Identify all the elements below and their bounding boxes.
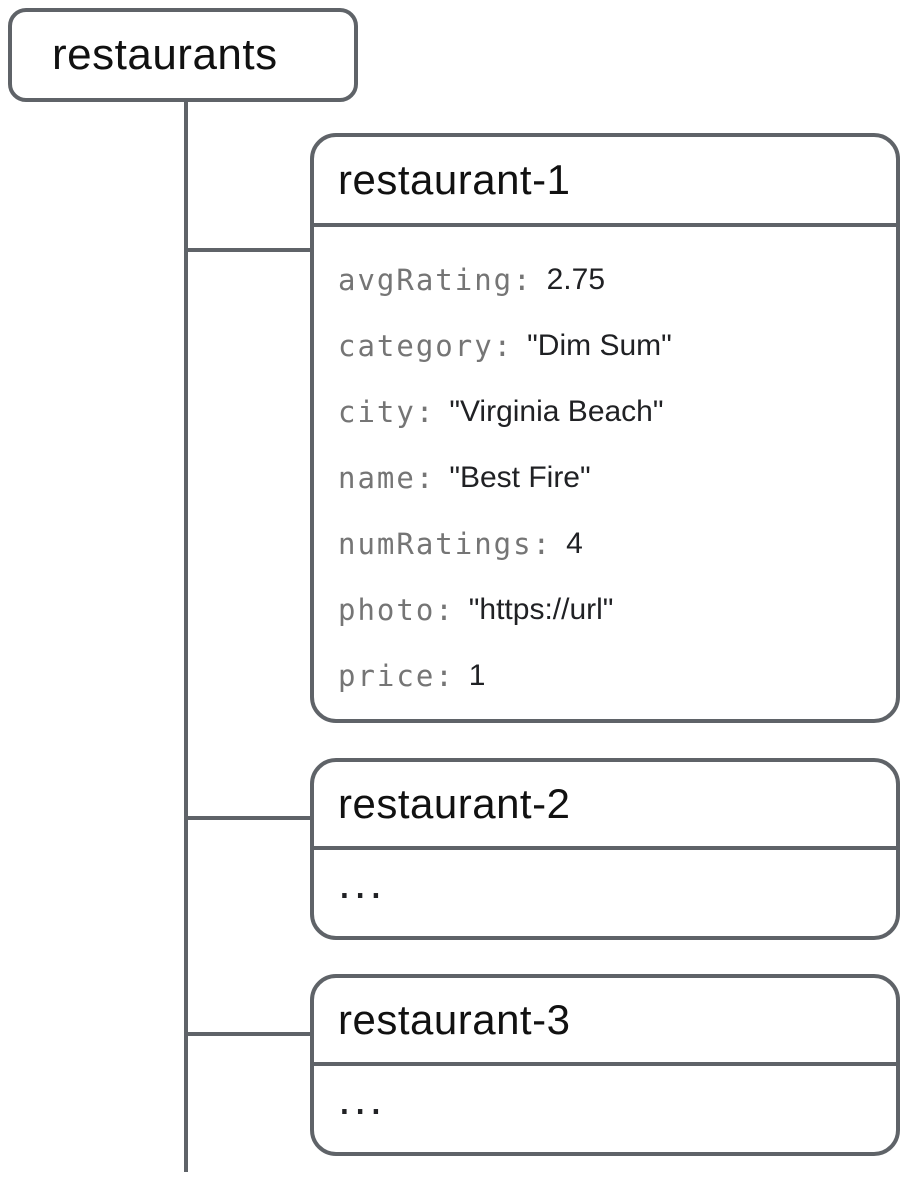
connector-line-restaurant-2 xyxy=(186,816,310,820)
document-card-restaurant-1: restaurant-1 avgRating: 2.75 category: "… xyxy=(310,133,900,723)
field-value: "Dim Sum" xyxy=(527,329,672,362)
field-row-name: name: "Best Fire" xyxy=(338,445,872,511)
field-row-city: city: "Virginia Beach" xyxy=(338,379,872,445)
field-value: "https://url" xyxy=(468,593,614,626)
document-card-restaurant-2: restaurant-2 ... xyxy=(310,758,900,940)
field-row-numRatings: numRatings: 4 xyxy=(338,511,872,577)
field-row-avgRating: avgRating: 2.75 xyxy=(338,247,872,313)
field-key: city: xyxy=(338,395,436,429)
document-fields-collapsed: ... xyxy=(314,850,896,934)
field-key: numRatings: xyxy=(338,527,553,561)
field-key: name: xyxy=(338,461,436,495)
document-fields-collapsed: ... xyxy=(314,1066,896,1150)
document-title: restaurant-1 xyxy=(338,156,571,203)
document-card-header: restaurant-1 xyxy=(314,137,896,227)
document-card-restaurant-3: restaurant-3 ... xyxy=(310,974,900,1156)
connector-line-restaurant-1 xyxy=(186,248,310,252)
field-row-photo: photo: "https://url" xyxy=(338,577,872,643)
field-value: 2.75 xyxy=(546,263,605,296)
field-value: 4 xyxy=(566,527,583,560)
field-value: 1 xyxy=(468,659,486,692)
field-value: "Virginia Beach" xyxy=(449,395,664,428)
field-key: avgRating: xyxy=(338,263,533,297)
connector-line-restaurant-3 xyxy=(186,1032,310,1036)
document-fields: avgRating: 2.75 category: "Dim Sum" city… xyxy=(314,227,896,709)
tree-trunk-line xyxy=(184,102,188,1172)
field-key: category: xyxy=(338,329,514,363)
document-card-header: restaurant-3 xyxy=(314,978,896,1066)
document-title: restaurant-3 xyxy=(338,996,571,1043)
field-key: price: xyxy=(338,659,455,693)
field-row-category: category: "Dim Sum" xyxy=(338,313,872,379)
collection-node-restaurants: restaurants xyxy=(8,8,358,102)
ellipsis-text: ... xyxy=(338,1072,386,1124)
field-row-price: price: 1 xyxy=(338,643,872,709)
document-title: restaurant-2 xyxy=(338,780,571,827)
document-card-header: restaurant-2 xyxy=(314,762,896,850)
field-key: photo: xyxy=(338,593,455,627)
field-value: "Best Fire" xyxy=(449,461,591,494)
ellipsis-text: ... xyxy=(338,856,386,908)
collection-label: restaurants xyxy=(52,30,278,79)
